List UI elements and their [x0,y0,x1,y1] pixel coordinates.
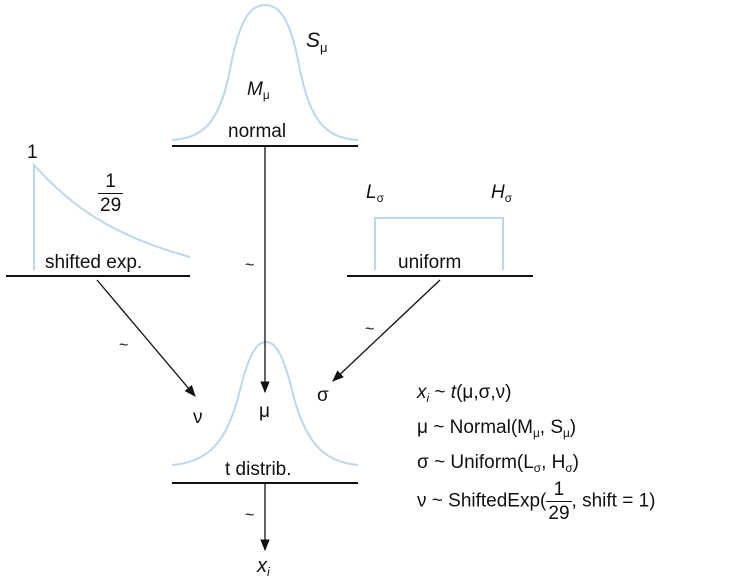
uniform-curve [374,217,504,270]
shifted-exp-start-value: 1 [27,142,38,163]
t-nu-label: ν [193,407,203,428]
uniform-high-label: Hσ [491,182,512,206]
tilde-exp-to-t: ~ [119,337,129,354]
t-distrib-box-label: t distrib. [225,459,292,480]
normal-box-label: normal [228,121,287,142]
uniform-box-label: uniform [398,252,462,273]
shifted-exp-curve [33,162,191,270]
tilde-uniform-to-t: ~ [365,321,375,338]
equation-sigma-prior: σ ~ Uniform(Lσ, Hσ) [417,452,579,476]
t-distrib-curve [171,340,359,466]
data-node-label: xi [257,555,270,580]
normal-mean-label: Mμ [247,79,270,103]
equation-likelihood: xi ~ t(μ,σ,ν) [417,382,512,406]
uniform-low-label: Lσ [366,182,384,206]
normal-sd-label: Sμ [306,29,328,55]
equation-mu-prior: μ ~ Normal(Mμ, Sμ) [417,417,577,441]
t-mu-label: μ [259,401,270,422]
tilde-t-to-data: ~ [245,507,255,524]
tilde-normal-to-t: ~ [245,257,255,274]
normal-curve [171,3,359,141]
t-sigma-label: σ [317,385,329,406]
arrow-uniform-to-t [332,279,441,382]
shifted-exp-box-label: shifted exp. [45,252,143,273]
arrow-exp-to-t [96,279,196,397]
